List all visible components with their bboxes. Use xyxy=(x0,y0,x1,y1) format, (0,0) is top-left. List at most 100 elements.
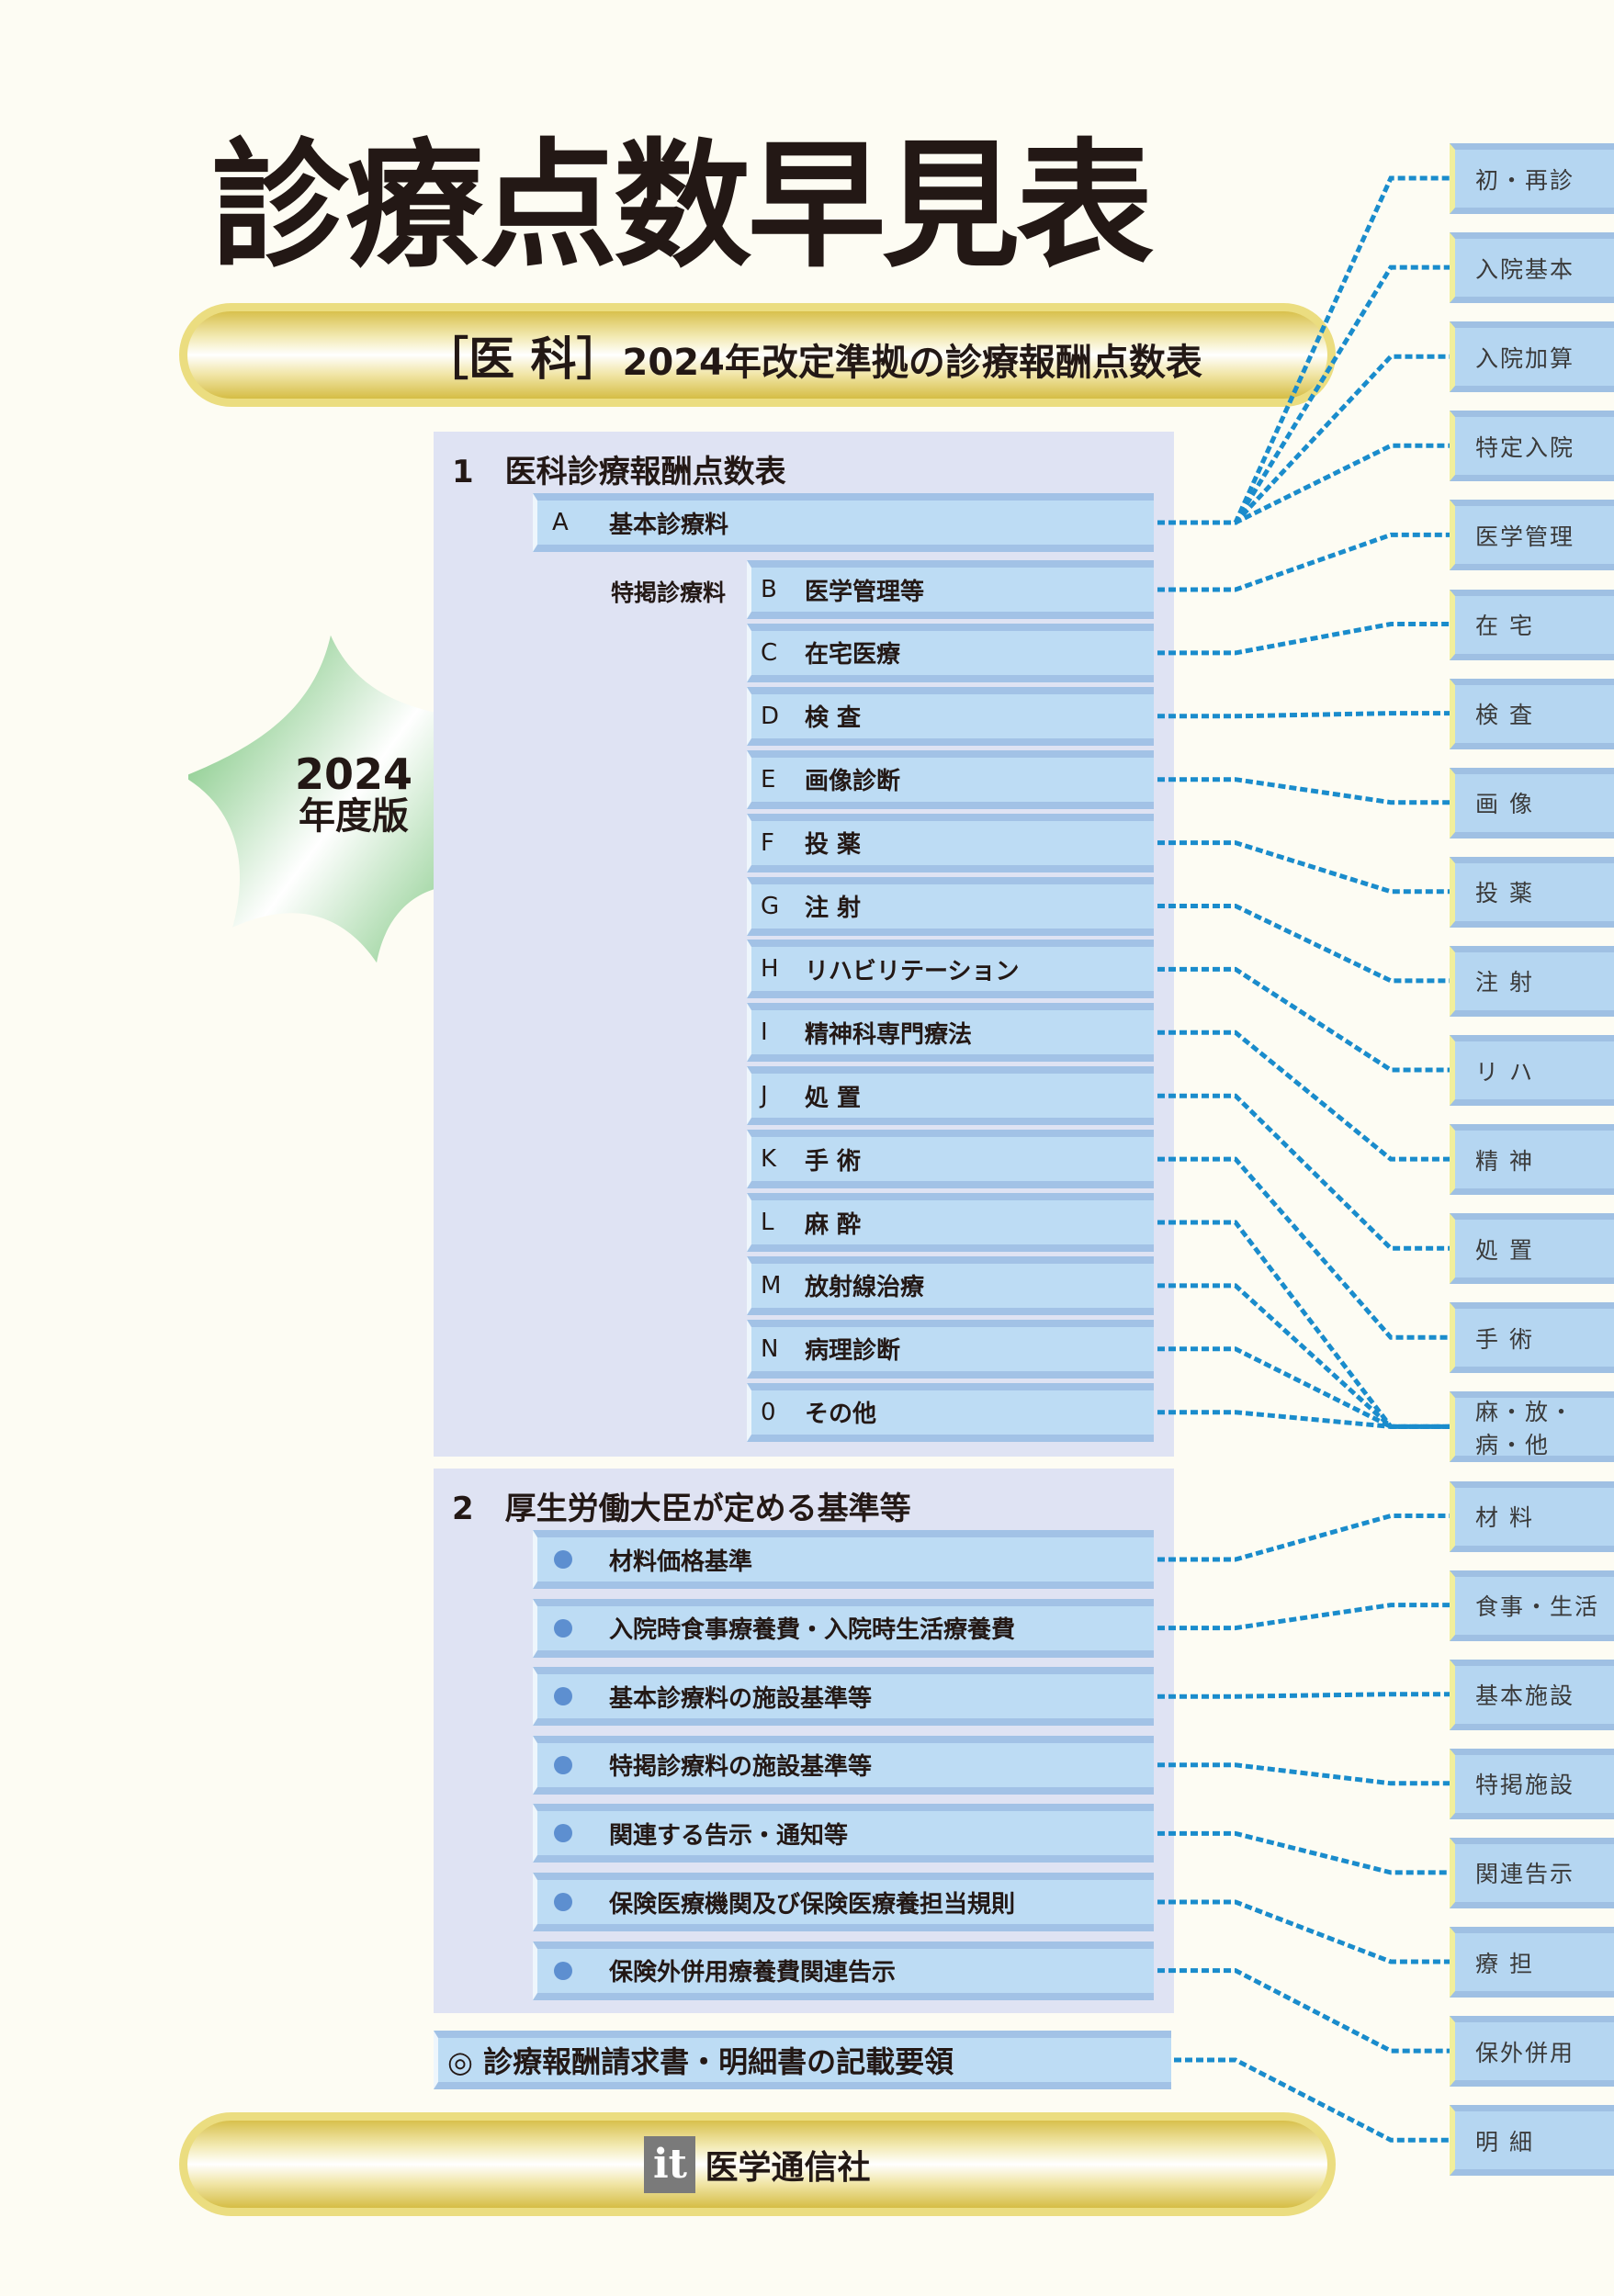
index-tab[interactable]: 特定入院 xyxy=(1450,411,1614,482)
leader-line xyxy=(1157,443,1450,525)
tokkei-label: 特掲診療料 xyxy=(611,580,727,606)
standards-row[interactable]: 基本診療料の施設基準等 xyxy=(533,1667,1154,1727)
row-b[interactable]: B 医学管理等 xyxy=(747,560,1154,619)
index-tab[interactable]: 入院加算 xyxy=(1450,321,1614,393)
bullet-icon xyxy=(554,1755,572,1774)
leader-line xyxy=(1157,1030,1450,1162)
leader-line xyxy=(1157,1410,1450,1429)
row-letter: F xyxy=(761,828,774,857)
index-tab[interactable]: 関連告示 xyxy=(1450,1837,1614,1908)
row-letter: N xyxy=(761,1334,779,1363)
row-label: 医学管理等 xyxy=(805,578,925,606)
index-tab[interactable]: 保外併用 xyxy=(1450,2016,1614,2088)
standards-row[interactable]: 材料価格基準 xyxy=(533,1530,1154,1589)
index-tab[interactable]: 療 担 xyxy=(1450,1927,1614,1998)
row-label: 基本診療料の施設基準等 xyxy=(609,1684,873,1713)
leader-line xyxy=(1157,1603,1450,1631)
row-label: 投 薬 xyxy=(805,831,862,860)
leader-line xyxy=(1157,1899,1450,1964)
publisher-logo-icon: it xyxy=(644,2135,696,2193)
leader-line xyxy=(1157,175,1450,525)
leader-line xyxy=(1157,622,1450,656)
row-claim-form-guidelines[interactable]: ◎ 診療報酬請求書・明細書の記載要領 xyxy=(434,2031,1171,2089)
bullet-icon xyxy=(554,1687,572,1706)
index-tab[interactable]: 明 細 xyxy=(1450,2105,1614,2177)
row-letter: 0 xyxy=(761,1398,776,1426)
row-label: 精神科専門療法 xyxy=(805,1020,973,1049)
leader-line xyxy=(1157,1283,1450,1429)
row-label: 材料価格基準 xyxy=(609,1548,753,1576)
leader-line xyxy=(1157,532,1450,592)
row-label: 放射線治療 xyxy=(805,1274,925,1302)
index-tab[interactable]: 入院基本 xyxy=(1450,232,1614,304)
row-h[interactable]: H リハビリテーション xyxy=(747,940,1154,999)
index-tab[interactable]: 麻・放・病・他 xyxy=(1450,1391,1614,1463)
subtitle-text: 2024年改定準拠の診療報酬点数表 xyxy=(622,341,1202,384)
row-label: 保険医療機関及び保険医療養担当規則 xyxy=(609,1890,1016,1919)
leader-line xyxy=(1157,711,1450,719)
row-label: 病理診断 xyxy=(805,1337,901,1366)
leader-line xyxy=(1157,1514,1450,1562)
index-tab[interactable]: 材 料 xyxy=(1450,1480,1614,1552)
index-tab[interactable]: 検 査 xyxy=(1450,678,1614,749)
standards-row[interactable]: 特掲診療料の施設基準等 xyxy=(533,1735,1154,1795)
row-a-basic-fees[interactable]: A 基本診療料 xyxy=(533,493,1154,552)
section-1-heading: 1 医科診療報酬点数表 xyxy=(452,454,786,490)
row-label: 検 査 xyxy=(805,704,862,733)
row-i[interactable]: I 精神科専門療法 xyxy=(747,1003,1154,1063)
index-tab[interactable]: 投 薬 xyxy=(1450,856,1614,928)
standards-row[interactable]: 保険外併用療養費関連告示 xyxy=(533,1941,1154,2000)
standards-row[interactable]: 保険医療機関及び保険医療養担当規則 xyxy=(533,1873,1154,1931)
row-label: 保険外併用療養費関連告示 xyxy=(609,1959,897,1987)
standards-row[interactable]: 入院時食事療養費・入院時生活療養費 xyxy=(533,1598,1154,1658)
index-tab[interactable]: 注 射 xyxy=(1450,945,1614,1017)
leader-line xyxy=(1157,1156,1450,1340)
leader-line xyxy=(1174,2057,1450,2143)
row-letter: I xyxy=(761,1019,768,1047)
index-tab[interactable]: 手 術 xyxy=(1450,1302,1614,1374)
leader-line xyxy=(1157,1346,1450,1429)
badge-shape-icon xyxy=(183,635,505,963)
row-letter: G xyxy=(761,892,780,920)
index-tab[interactable]: 特掲施設 xyxy=(1450,1748,1614,1819)
book-title: 診療点数早見表 xyxy=(211,127,1154,287)
section-2-heading: 2 厚生労働大臣が定める基準等 xyxy=(452,1491,911,1527)
index-tab[interactable]: 食事・生活 xyxy=(1450,1570,1614,1641)
publisher-name: 医学通信社 xyxy=(705,2148,871,2187)
index-tab[interactable]: 処 置 xyxy=(1450,1213,1614,1285)
standards-row[interactable]: 関連する告示・通知等 xyxy=(533,1804,1154,1863)
row-letter: H xyxy=(761,955,779,984)
row-label: リハビリテーション xyxy=(805,957,1020,985)
leader-line xyxy=(1157,264,1450,525)
leader-line xyxy=(1157,840,1450,895)
index-tab[interactable]: 医学管理 xyxy=(1450,500,1614,571)
bullet-icon xyxy=(554,1550,572,1569)
leader-line xyxy=(1157,1093,1450,1251)
publisher: it 医学通信社 xyxy=(644,2135,871,2193)
leader-line xyxy=(1157,1220,1450,1429)
index-tab[interactable]: 初・再診 xyxy=(1450,143,1614,214)
index-tab[interactable]: 基本施設 xyxy=(1450,1659,1614,1730)
row-letter: L xyxy=(761,1209,774,1236)
row-label: 特掲診療料の施設基準等 xyxy=(609,1753,873,1782)
row-label: 処 置 xyxy=(805,1084,862,1112)
index-tab[interactable]: 精 神 xyxy=(1450,1124,1614,1196)
row-letter: B xyxy=(761,576,777,603)
row-letter: K xyxy=(761,1145,777,1174)
row-n[interactable]: N 病理診断 xyxy=(747,1319,1154,1379)
index-tab[interactable]: 画 像 xyxy=(1450,767,1614,838)
badge-edition: 年度版 xyxy=(299,795,409,838)
index-tab[interactable]: リ ハ xyxy=(1450,1035,1614,1106)
index-tab[interactable]: 在 宅 xyxy=(1450,589,1614,660)
